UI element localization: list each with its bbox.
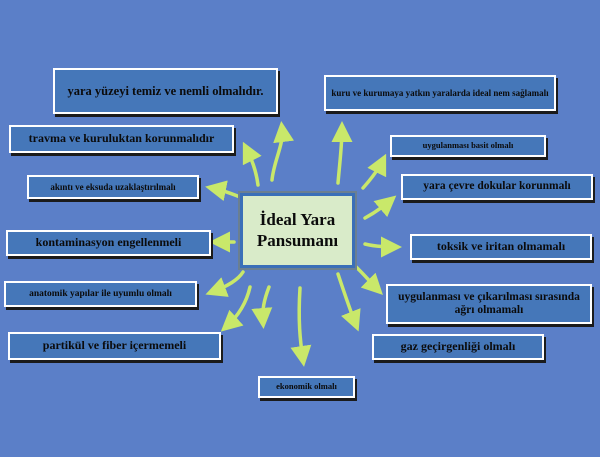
arrow-11 xyxy=(363,236,402,258)
arrow-3 xyxy=(205,180,242,202)
left-box-3: akıntı ve eksuda uzaklaştırılmalı xyxy=(27,175,199,199)
right-box-6: gaz geçirgenliği olmalı xyxy=(372,334,544,360)
right-box-4: toksik ve iritan olmamalı xyxy=(410,234,592,260)
right-box-5: uygulanması ve çıkarılması sırasında ağr… xyxy=(386,284,592,324)
arrow-12 xyxy=(363,195,397,220)
left-box-2: travma ve kuruluktan korunmalıdır xyxy=(9,125,234,153)
right-box-1: kuru ve kurumaya yatkın yaralarda ideal … xyxy=(324,75,556,111)
arrow-14 xyxy=(331,121,353,185)
left-box-6: partikül ve fiber içermemeli xyxy=(8,332,221,360)
arrow-1 xyxy=(270,121,295,182)
arrow-10 xyxy=(350,261,383,295)
right-box-3: yara çevre dokular korunmalı xyxy=(401,174,593,200)
left-box-5: anatomik yapılar ile uyumlu olmalı xyxy=(4,281,197,307)
left-box-4: kontaminasyon engellenmeli xyxy=(6,230,211,256)
arrow-9 xyxy=(336,272,361,332)
arrow-7 xyxy=(251,285,273,329)
bottom-box: ekonomik olmalı xyxy=(258,376,355,398)
arrow-5 xyxy=(205,270,245,297)
right-box-2: uygulanması basit olmalı xyxy=(390,135,546,157)
arrow-6 xyxy=(220,285,252,332)
left-box-1: yara yüzeyi temiz ve nemli olmalıdır. xyxy=(53,68,278,114)
center-title: İdeal Yara Pansumanı xyxy=(238,191,357,270)
arrow-2 xyxy=(242,141,262,187)
arrow-8 xyxy=(290,286,312,367)
arrow-13 xyxy=(361,153,387,190)
